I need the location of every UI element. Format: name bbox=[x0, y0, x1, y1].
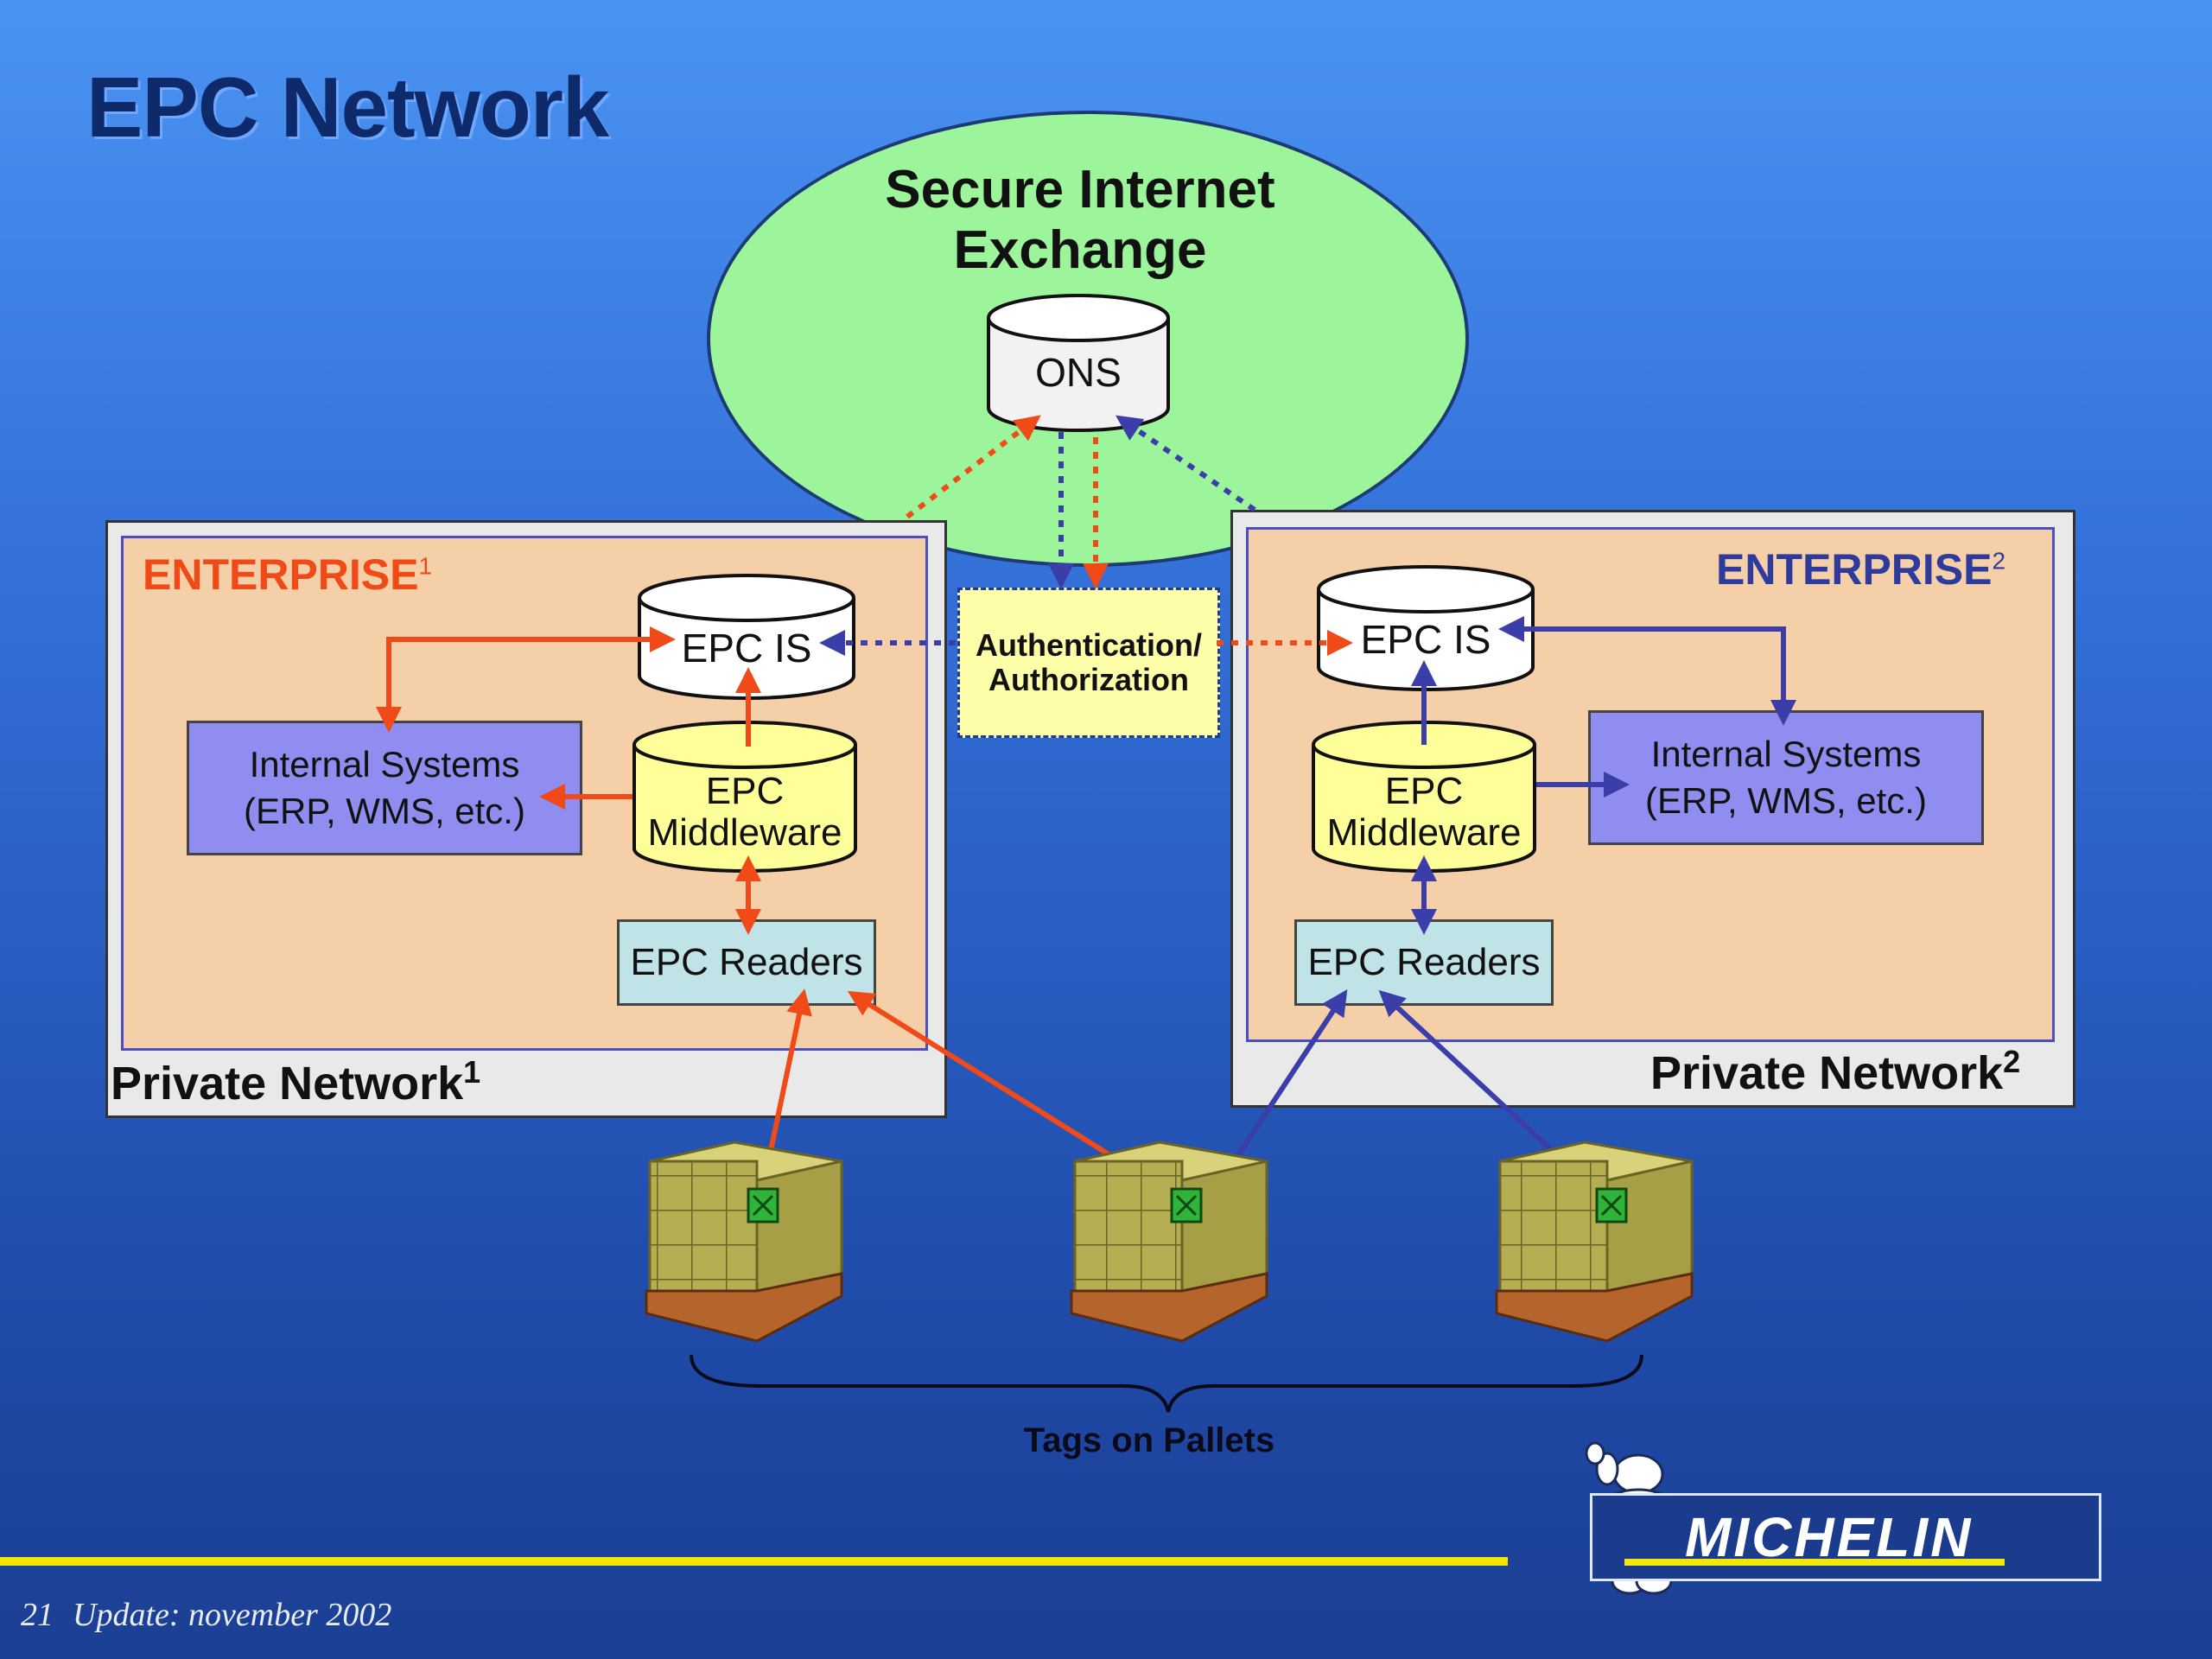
epc-middleware-1-label: EPC Middleware bbox=[634, 767, 855, 857]
michelin-logo-text: MICHELIN bbox=[1685, 1506, 1974, 1568]
cloud-title-line2: Exchange bbox=[953, 220, 1207, 280]
private-network-1-label: Private Network1 bbox=[111, 1054, 481, 1109]
pallet-3-icon bbox=[1495, 1141, 1694, 1343]
arrow-epcis2-internal2 bbox=[1498, 616, 1796, 726]
ons-connections bbox=[819, 415, 1353, 656]
ons-database-icon bbox=[987, 294, 1170, 432]
internal-systems-1-line2: (ERP, WMS, etc.) bbox=[244, 791, 525, 831]
michelin-logo bbox=[1590, 1493, 2101, 1581]
internal-systems-2-line1: Internal Systems bbox=[1650, 734, 1922, 774]
internal-systems-1: Internal Systems (ERP, WMS, etc.) bbox=[187, 721, 582, 855]
enterprise-2-label: ENTERPRISE2 bbox=[1716, 545, 2006, 594]
epc-middleware-2-database-icon bbox=[1312, 721, 1536, 873]
page-title: EPC Network bbox=[86, 60, 609, 155]
pallet-2-icon bbox=[1070, 1141, 1268, 1343]
tags-on-pallets-label: Tags on Pallets bbox=[1023, 1421, 1275, 1459]
arrow-enterprise2-to-ons bbox=[1116, 415, 1256, 512]
auth-line2: Authorization bbox=[988, 662, 1189, 697]
cloud-title-line1: Secure Internet bbox=[885, 160, 1275, 219]
auth-line1: Authentication/ bbox=[976, 627, 1202, 663]
page-number: 21 bbox=[21, 1597, 54, 1633]
authentication-authorization-box: Authentication/ Authorization bbox=[957, 588, 1220, 738]
internal-systems-2: Internal Systems (ERP, WMS, etc.) bbox=[1588, 710, 1984, 845]
ons-label: ONS bbox=[1035, 350, 1122, 395]
arrow-readers2-pallet2 bbox=[1215, 988, 1348, 1191]
epc-middleware-2-label: EPC Middleware bbox=[1313, 767, 1535, 857]
pallets-brace-icon bbox=[690, 1354, 1643, 1413]
enterprise2-arrows bbox=[1215, 616, 1796, 1191]
michelin-logo-bar bbox=[1624, 1559, 2005, 1566]
internal-systems-2-line2: (ERP, WMS, etc.) bbox=[1645, 780, 1927, 821]
footer-divider bbox=[0, 1557, 1508, 1566]
pallet-1-icon bbox=[645, 1141, 843, 1343]
middleware-2-line2: Middleware bbox=[1326, 811, 1522, 854]
update-text: Update: november 2002 bbox=[73, 1597, 392, 1633]
arrow-enterprise1-to-ons bbox=[906, 415, 1041, 519]
cloud-title: Secure Internet Exchange bbox=[821, 160, 1339, 281]
private-network-2-label: Private Network2 bbox=[1650, 1044, 2021, 1099]
arrow-epcis1-internal1 bbox=[376, 626, 676, 733]
epc-is-2-label: EPC IS bbox=[1360, 617, 1491, 662]
footer: 21 Update: november 2002 bbox=[21, 1596, 391, 1634]
middleware-1-line2: Middleware bbox=[647, 811, 842, 854]
internal-systems-1-line1: Internal Systems bbox=[249, 744, 520, 785]
enterprise-1-label: ENTERPRISE1 bbox=[143, 550, 433, 599]
middleware-1-line1: EPC bbox=[705, 770, 785, 812]
epc-middleware-1-database-icon bbox=[632, 721, 857, 873]
middleware-2-line1: EPC bbox=[1384, 770, 1464, 812]
epc-is-1-label: EPC IS bbox=[681, 626, 812, 671]
